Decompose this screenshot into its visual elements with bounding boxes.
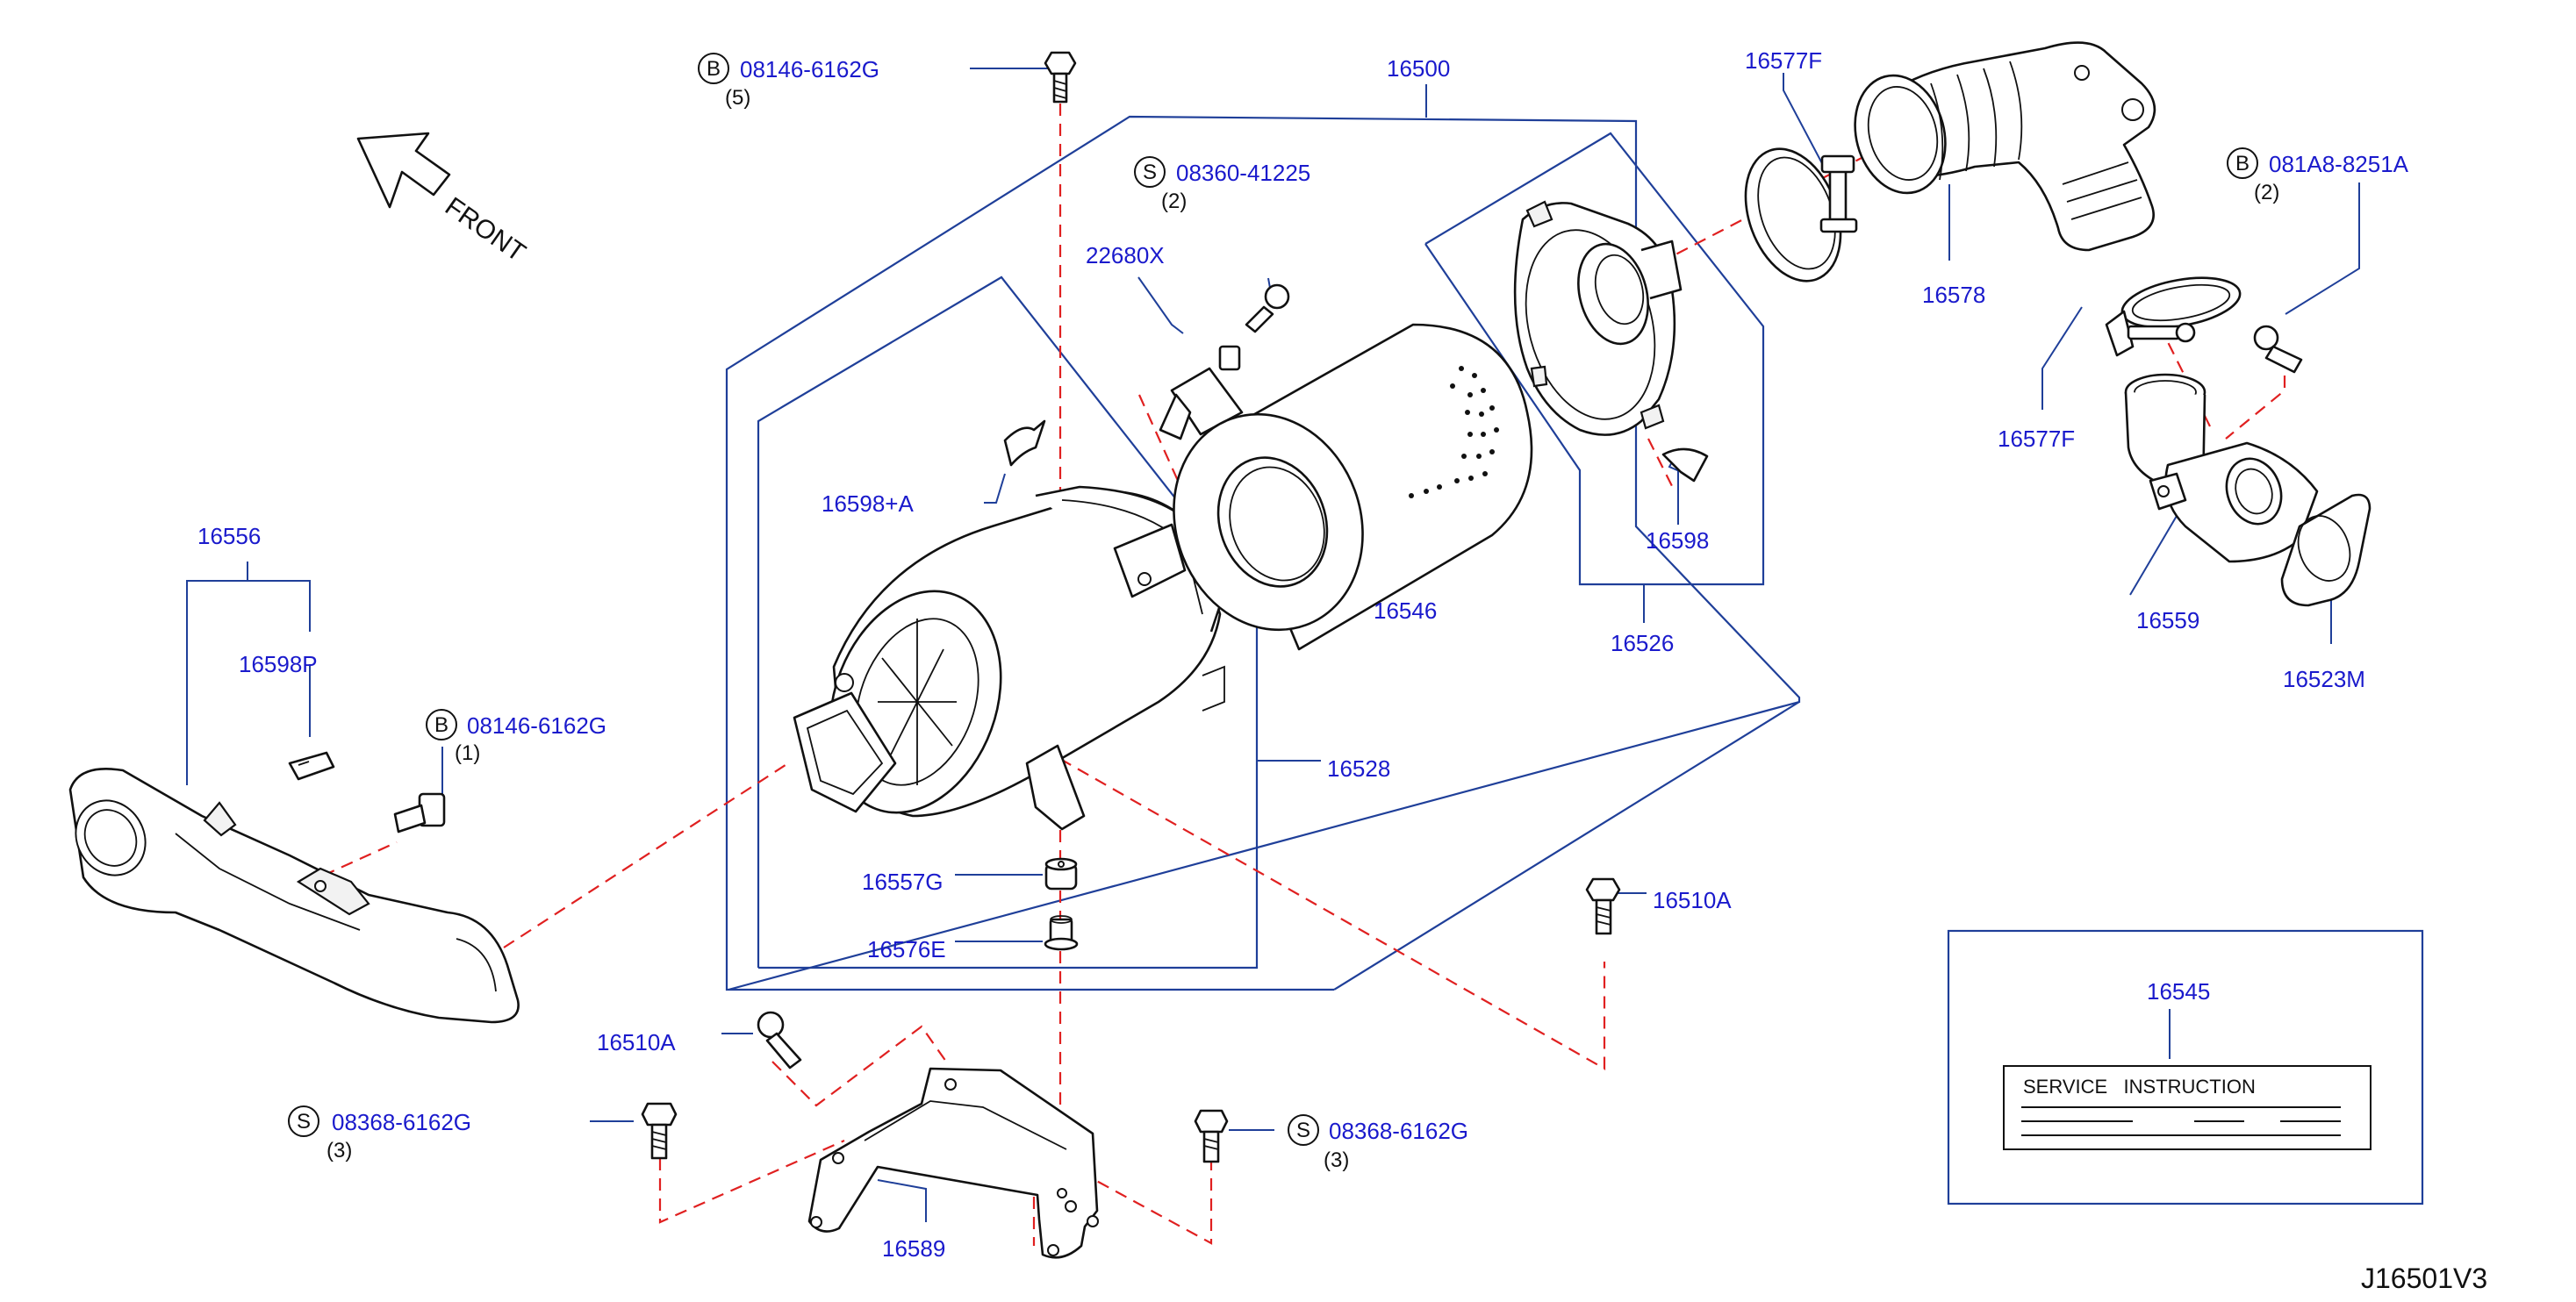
bolt-b-left-drawing xyxy=(393,792,446,833)
screw-s-clamp-drawing xyxy=(1245,283,1290,333)
assembly-guide-lines xyxy=(322,83,2286,1255)
part-label-16526: 16526 xyxy=(1611,630,1674,656)
fastener-callout-s-left: S 08368-6162G (3) xyxy=(288,1105,471,1162)
fastener-letter: S xyxy=(1296,1119,1310,1142)
fastener-code: 08368-6162G xyxy=(1329,1118,1468,1144)
part-label-16545: 16545 xyxy=(2147,978,2210,1005)
collar-16576E-drawing xyxy=(1044,915,1079,951)
air-duct-16556-drawing xyxy=(68,768,520,1024)
fastener-letter: B xyxy=(2235,152,2250,175)
fastener-callout-b-left: B 08146-6162G (1) xyxy=(426,709,606,765)
bolt-16510A-left-drawing xyxy=(757,1011,802,1070)
fastener-qty: (2) xyxy=(1161,190,1187,213)
clip-16598A-drawing xyxy=(1003,419,1046,467)
fastener-qty: (5) xyxy=(725,86,750,110)
fastener-callout-s-right: S 08368-6162G (3) xyxy=(1288,1114,1468,1172)
adapter-16559-drawing xyxy=(2124,373,2319,563)
bolt-b-top-drawing xyxy=(1044,51,1077,104)
filter-element-16546-drawing xyxy=(1173,323,1533,651)
gasket-16523M-drawing xyxy=(2280,493,2371,607)
fastener-code: 08146-6162G xyxy=(467,712,606,739)
fastener-letter: B xyxy=(434,713,448,737)
part-label-16577F-mid: 16577F xyxy=(1998,426,2075,452)
part-label-16598: 16598 xyxy=(1646,527,1709,554)
part-label-16578: 16578 xyxy=(1922,282,1985,308)
part-label-16510A-left: 16510A xyxy=(597,1029,676,1055)
group-outline-16500 xyxy=(725,115,1801,991)
service-instruction-title: SERVICE INSTRUCTION xyxy=(2023,1076,2256,1098)
part-labels: 16500 16577F 16578 22680X 16598+A 16546 … xyxy=(197,47,2365,1262)
bracket-16589-drawing xyxy=(807,1067,1099,1259)
bolt-b-right-drawing xyxy=(2253,325,2303,374)
part-label-16528: 16528 xyxy=(1327,755,1390,782)
filter-perforations xyxy=(1409,366,1499,498)
front-arrow: FRONT xyxy=(356,132,531,268)
part-label-16598A: 16598+A xyxy=(822,490,914,517)
fastener-code: 08368-6162G xyxy=(332,1109,471,1135)
part-label-16589: 16589 xyxy=(882,1235,945,1262)
part-label-16577F-top: 16577F xyxy=(1745,47,1822,74)
fastener-code: 081A8-8251A xyxy=(2269,151,2409,177)
clamp-16577F-mid-drawing xyxy=(2105,276,2242,357)
fastener-qty: (3) xyxy=(1324,1148,1349,1172)
cover-16526-drawing xyxy=(1513,200,1683,436)
part-label-22680X: 22680X xyxy=(1086,242,1165,268)
air-cleaner-body-16528-drawing xyxy=(793,485,1225,831)
fastener-letter: B xyxy=(707,57,721,81)
fastener-callout-b-right: B 081A8-8251A (2) xyxy=(2227,147,2409,204)
fastener-letter: S xyxy=(297,1110,311,1134)
fastener-qty: (3) xyxy=(326,1139,352,1162)
fastener-qty: (2) xyxy=(2254,181,2279,204)
intake-hose-16578-drawing xyxy=(1854,41,2156,252)
part-label-16500: 16500 xyxy=(1387,55,1450,82)
part-label-16557G: 16557G xyxy=(862,869,944,895)
clip-16598-drawing xyxy=(1661,447,1709,483)
fastener-code: 08360-41225 xyxy=(1176,160,1310,186)
part-label-16598P: 16598P xyxy=(239,651,318,677)
fastener-letter: S xyxy=(1143,161,1157,184)
clamp-16577F-top-drawing xyxy=(1744,147,1858,283)
service-instruction-box: SERVICE INSTRUCTION xyxy=(1947,929,2424,1205)
group-outline-16528 xyxy=(757,275,1259,969)
bolt-s-left-drawing xyxy=(641,1102,678,1160)
group-outline-16526 xyxy=(1424,132,1765,586)
fastener-callout-s-clamp: S 08360-41225 (2) xyxy=(1134,156,1310,213)
diagram-id: J16501V3 xyxy=(2361,1263,2487,1294)
grommet-16557G-drawing xyxy=(1044,857,1078,891)
part-label-16510A-right: 16510A xyxy=(1653,887,1732,913)
part-label-16559: 16559 xyxy=(2136,607,2199,633)
part-label-16546: 16546 xyxy=(1374,597,1437,624)
sensor-22680X-drawing xyxy=(1159,345,1244,440)
part-label-16556: 16556 xyxy=(197,523,261,549)
part-label-16576E: 16576E xyxy=(867,936,946,962)
fastener-qty: (1) xyxy=(455,741,480,765)
bolt-s-right-drawing xyxy=(1194,1109,1229,1163)
clip-16598P-drawing xyxy=(288,751,335,781)
fastener-code: 08146-6162G xyxy=(740,56,879,82)
bolt-16510A-right-drawing xyxy=(1585,877,1621,935)
front-label: FRONT xyxy=(440,192,531,268)
part-label-16523M: 16523M xyxy=(2283,666,2365,692)
fastener-callout-b-top: B 08146-6162G (5) xyxy=(698,53,879,110)
